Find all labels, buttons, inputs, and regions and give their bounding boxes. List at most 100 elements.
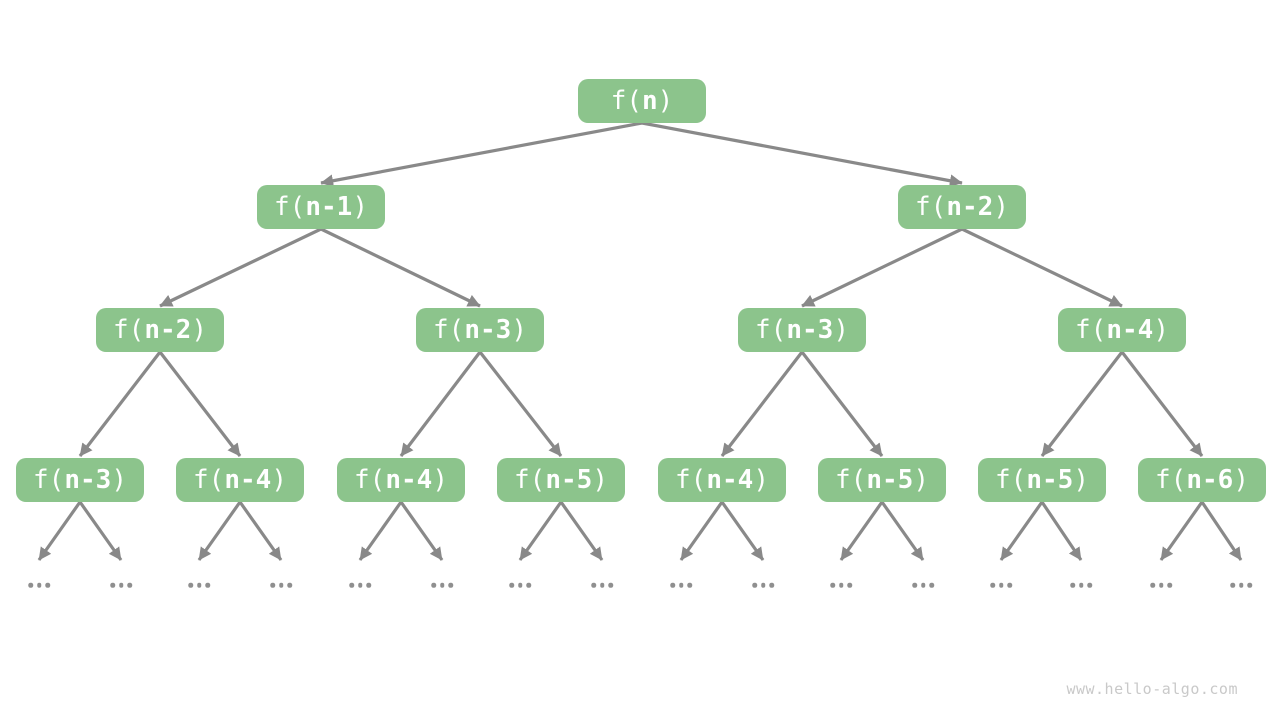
ellipsis <box>830 582 852 588</box>
ellipsis-dot <box>838 582 844 588</box>
ellipsis-dot <box>670 582 675 588</box>
node-label-arg: n-5 <box>545 465 593 495</box>
ellipsis-dot <box>110 582 115 588</box>
ellipsis-dot <box>1247 582 1252 588</box>
tree-node-root: f(n) <box>578 79 706 123</box>
ellipsis-dot <box>1078 582 1084 588</box>
ellipsis <box>28 582 50 588</box>
edge-arrow <box>1120 351 1204 457</box>
edge-arrow <box>800 351 884 457</box>
ellipsis-dot <box>847 582 852 588</box>
node-label-arg: n-6 <box>1186 465 1234 495</box>
ellipsis <box>670 582 692 588</box>
edge-arrow <box>961 227 1123 308</box>
edge-arrow <box>679 501 724 561</box>
ellipsis-dot <box>431 582 436 588</box>
ellipsis-dot <box>1230 582 1235 588</box>
tree-node-c2: f(n-4) <box>176 458 304 502</box>
watermark-text: www.hello-algo.com <box>1066 680 1238 698</box>
edge-arrow <box>999 501 1044 561</box>
node-label-prefix: f( <box>675 465 707 495</box>
edge-arrow <box>518 501 563 561</box>
ellipsis-dot <box>760 582 766 588</box>
ellipsis-dot <box>1007 582 1012 588</box>
tree-node-c3: f(n-4) <box>337 458 465 502</box>
edge-arrow <box>559 501 604 561</box>
node-label-prefix: f( <box>33 465 65 495</box>
ellipsis-dot <box>1158 582 1164 588</box>
node-label-suffix: ) <box>753 465 769 495</box>
node-label-arg: n-2 <box>144 315 192 345</box>
tree-node-LR: f(n-3) <box>416 308 544 352</box>
node-label-prefix: f( <box>354 465 386 495</box>
ellipsis <box>1230 582 1252 588</box>
ellipsis <box>270 582 292 588</box>
ellipsis <box>431 582 453 588</box>
node-label-arg: n-5 <box>866 465 914 495</box>
ellipsis-dot <box>687 582 692 588</box>
node-label-arg: n-3 <box>464 315 512 345</box>
node-label-arg: n-4 <box>385 465 433 495</box>
edge-arrow <box>1159 501 1204 561</box>
edge-arrow <box>720 501 765 561</box>
node-label-suffix: ) <box>1073 465 1089 495</box>
ellipsis-dot <box>990 582 995 588</box>
edge-arrow <box>641 121 963 188</box>
ellipsis-dot <box>188 582 193 588</box>
node-label-arg: n-3 <box>786 315 834 345</box>
node-label-arg: n-4 <box>706 465 754 495</box>
ellipsis-dot <box>591 582 596 588</box>
node-label-arg: n-3 <box>64 465 112 495</box>
ellipsis-dot <box>439 582 445 588</box>
ellipsis <box>990 582 1012 588</box>
node-label-suffix: ) <box>657 86 674 116</box>
tree-node-c8: f(n-6) <box>1138 458 1266 502</box>
edge-arrow <box>197 501 242 561</box>
edge-arrow <box>801 227 963 308</box>
edge-arrow <box>358 501 403 561</box>
ellipsis-dot <box>118 582 124 588</box>
ellipsis-dot <box>998 582 1004 588</box>
tree-node-c6: f(n-5) <box>818 458 946 502</box>
ellipsis-dot <box>287 582 292 588</box>
ellipsis <box>591 582 613 588</box>
ellipsis-dot <box>448 582 453 588</box>
tree-node-RL: f(n-3) <box>738 308 866 352</box>
node-label-prefix: f( <box>1155 465 1187 495</box>
tree-node-RR: f(n-4) <box>1058 308 1186 352</box>
tree-node-c7: f(n-5) <box>978 458 1106 502</box>
ellipsis-dot <box>1167 582 1172 588</box>
edge-arrow <box>478 351 563 457</box>
edge-arrow <box>880 501 925 561</box>
edge-arrow <box>1040 501 1083 561</box>
ellipsis-dot <box>127 582 132 588</box>
ellipsis-dot <box>28 582 33 588</box>
node-label-prefix: f( <box>193 465 225 495</box>
edge-arrow <box>238 501 283 561</box>
edge-arrow <box>1200 501 1243 561</box>
edge-arrow <box>37 501 82 561</box>
edge-arrow <box>399 351 482 457</box>
node-label-prefix: f( <box>995 465 1027 495</box>
ellipsis-dot <box>366 582 371 588</box>
ellipsis <box>349 582 371 588</box>
ellipsis-dot <box>752 582 757 588</box>
ellipsis-dot <box>920 582 926 588</box>
node-label-prefix: f( <box>1075 315 1107 345</box>
tree-node-c4: f(n-5) <box>497 458 625 502</box>
edge-arrow <box>78 351 162 457</box>
node-label-suffix: ) <box>1153 315 1169 345</box>
node-label-suffix: ) <box>1233 465 1249 495</box>
edge-arrow <box>159 227 322 308</box>
node-label-arg: n-4 <box>224 465 272 495</box>
ellipsis <box>1070 582 1092 588</box>
ellipsis-dot <box>1150 582 1155 588</box>
node-label-suffix: ) <box>913 465 929 495</box>
ellipsis <box>912 582 934 588</box>
edge-arrow <box>320 121 643 188</box>
tree-node-L: f(n-1) <box>257 185 385 229</box>
ellipsis-dot <box>517 582 523 588</box>
node-label-suffix: ) <box>592 465 608 495</box>
ellipsis-dot <box>1087 582 1092 588</box>
